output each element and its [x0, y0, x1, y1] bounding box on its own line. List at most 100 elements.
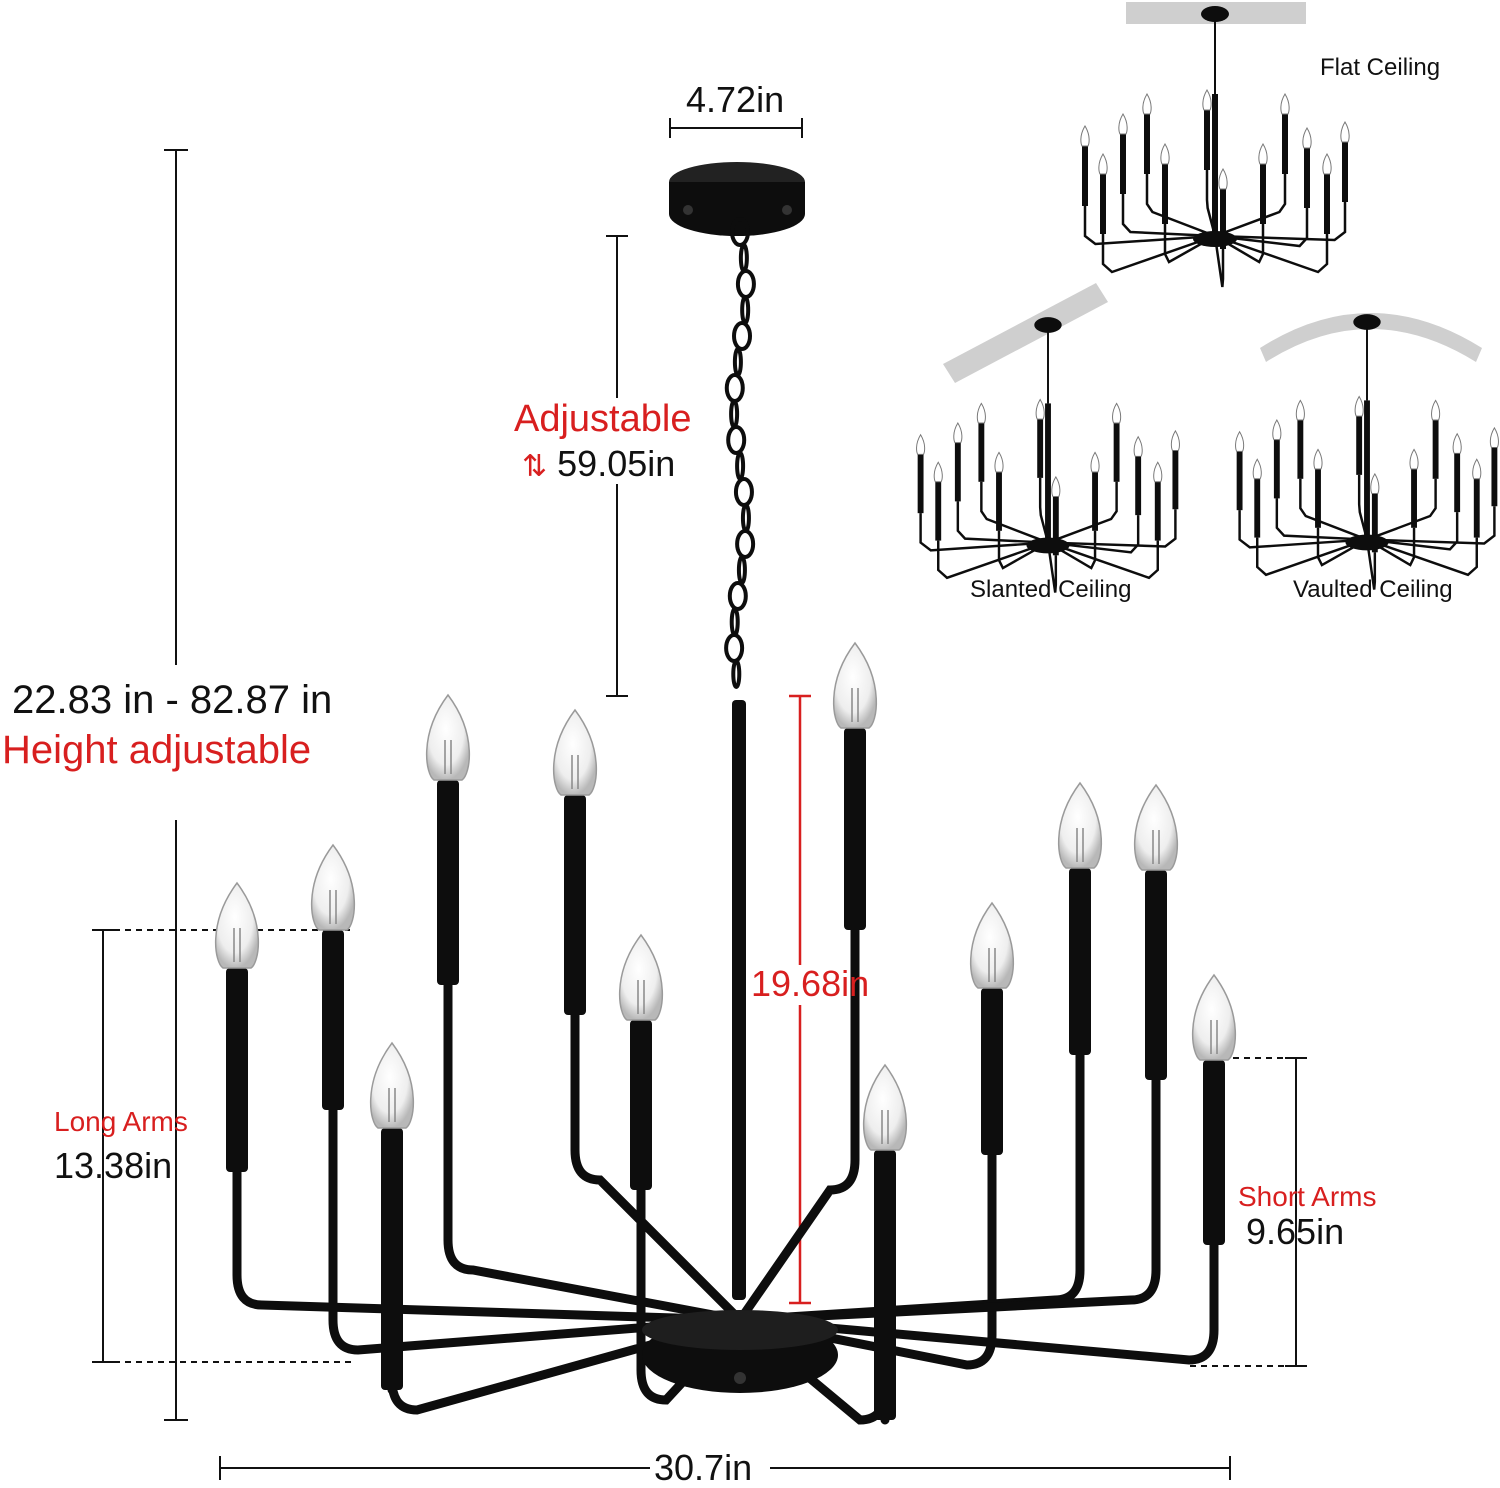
candle-bulb [862, 1063, 908, 1151]
thumb-bulb [1160, 143, 1170, 165]
thumb-candle [954, 442, 961, 502]
thumb-arm [1366, 537, 1478, 577]
chain-link [735, 529, 756, 559]
hub-finial [734, 1372, 746, 1384]
candle-sleeve [226, 968, 248, 1172]
chain-length-value: 59.05in [557, 443, 676, 484]
candle-bulb [214, 881, 260, 969]
chain-link [733, 477, 754, 507]
slanted-ceiling-caption: Slanted Ceiling [970, 576, 1132, 603]
thumb-arm [1101, 234, 1216, 274]
arm [328, 1105, 745, 1355]
thumb-bulb [933, 461, 943, 483]
chain-link [731, 659, 742, 689]
short-arms-label: Short Arms [1238, 1181, 1377, 1212]
thumb-arm [1047, 515, 1140, 554]
thumb-candle [1092, 472, 1098, 531]
thumb-candle [996, 472, 1002, 531]
long-arms-label: Long Arms [54, 1106, 188, 1137]
candle-bulb [969, 901, 1015, 989]
thumb-bulb [1452, 432, 1462, 454]
up-down-arrows-icon: ⇅ [522, 450, 548, 483]
thumb-rod [1364, 400, 1370, 538]
candle-bulb [832, 641, 878, 729]
candle-bulb [618, 933, 664, 1021]
chain-link [735, 451, 746, 481]
thumb-candle [1260, 164, 1266, 224]
thumb-arm [1047, 509, 1177, 548]
arm [232, 1167, 745, 1325]
thumb-bulb [1354, 395, 1364, 417]
thumb-arm [1163, 224, 1216, 264]
chain-adjustable-label: Adjustable [514, 398, 692, 440]
thumb-candle [1162, 164, 1168, 224]
thumb-bulb [1370, 472, 1380, 494]
candle-bulb [1191, 973, 1237, 1061]
thumb-bulb [953, 422, 963, 444]
thumb-arm [1275, 498, 1368, 541]
thumb-arm [919, 513, 1049, 552]
thumb-bulb [1051, 475, 1061, 497]
body-height-dimension [789, 694, 811, 1305]
thumb-canopy [1201, 6, 1229, 22]
thumb-arm [1038, 477, 1050, 543]
thumb-candle [1144, 114, 1150, 174]
candle-sleeve [381, 1128, 403, 1390]
thumb-bulb [1035, 398, 1045, 420]
chain-link [724, 633, 745, 663]
thumb-candle [1204, 110, 1210, 170]
thumb-candle [917, 454, 924, 514]
candle-sleeve [1069, 868, 1091, 1055]
thumb-arm [1083, 206, 1216, 246]
candle-sleeve [1203, 1060, 1225, 1245]
chain-link [727, 581, 748, 611]
slanted-ceiling-thumbnail [916, 283, 1180, 593]
candle-bulb [369, 1041, 415, 1129]
thumb-bulb [1295, 399, 1305, 421]
thumb-bulb [1258, 143, 1268, 165]
arm [636, 1185, 745, 1405]
candle-sleeve [874, 1150, 896, 1420]
flat-ceiling-caption: Flat Ceiling [1320, 54, 1441, 81]
thumb-bulb [1340, 121, 1350, 143]
canopy-screw [683, 205, 693, 215]
thumb-arm [1299, 478, 1368, 541]
candle-bulb [1057, 781, 1103, 869]
thumb-candle [1100, 174, 1106, 234]
thumb-bulb [1098, 153, 1108, 175]
thumb-arm [1205, 170, 1217, 237]
chain-link [729, 399, 740, 429]
canopy-screw [782, 205, 792, 215]
thumb-rod [1045, 403, 1051, 541]
thumb-arm [1366, 527, 1416, 567]
arm [570, 1010, 745, 1325]
chain-link [732, 347, 743, 377]
thumb-arm [1366, 512, 1459, 551]
thumb-candle [1356, 416, 1363, 475]
thumb-bulb [916, 433, 926, 455]
thumb-candle [1324, 174, 1330, 234]
short-arms-value: 9.65in [1246, 1211, 1345, 1252]
thumb-arm [1046, 542, 1058, 593]
candle-sleeve [437, 780, 459, 985]
chain-link [726, 425, 747, 455]
chain-link [732, 321, 753, 351]
canopy-width-label: 4.72in [686, 79, 785, 120]
thumb-arm [1357, 474, 1369, 540]
thumb-rod [1212, 94, 1218, 234]
arm [735, 1240, 1219, 1365]
thumb-bulb [1313, 448, 1323, 470]
thumb-candle [1304, 148, 1310, 208]
thumb-arm [1214, 208, 1309, 248]
thumb-bulb [1235, 430, 1245, 452]
thumb-bulb [1118, 113, 1128, 135]
thumb-arm [1214, 224, 1265, 264]
thumb-arm [1145, 174, 1216, 238]
thumb-candle [1113, 423, 1120, 482]
thumb-arm [1366, 478, 1437, 541]
thumb-candle [1454, 453, 1461, 513]
arm [735, 1075, 1161, 1325]
thumb-arm [1214, 202, 1347, 242]
